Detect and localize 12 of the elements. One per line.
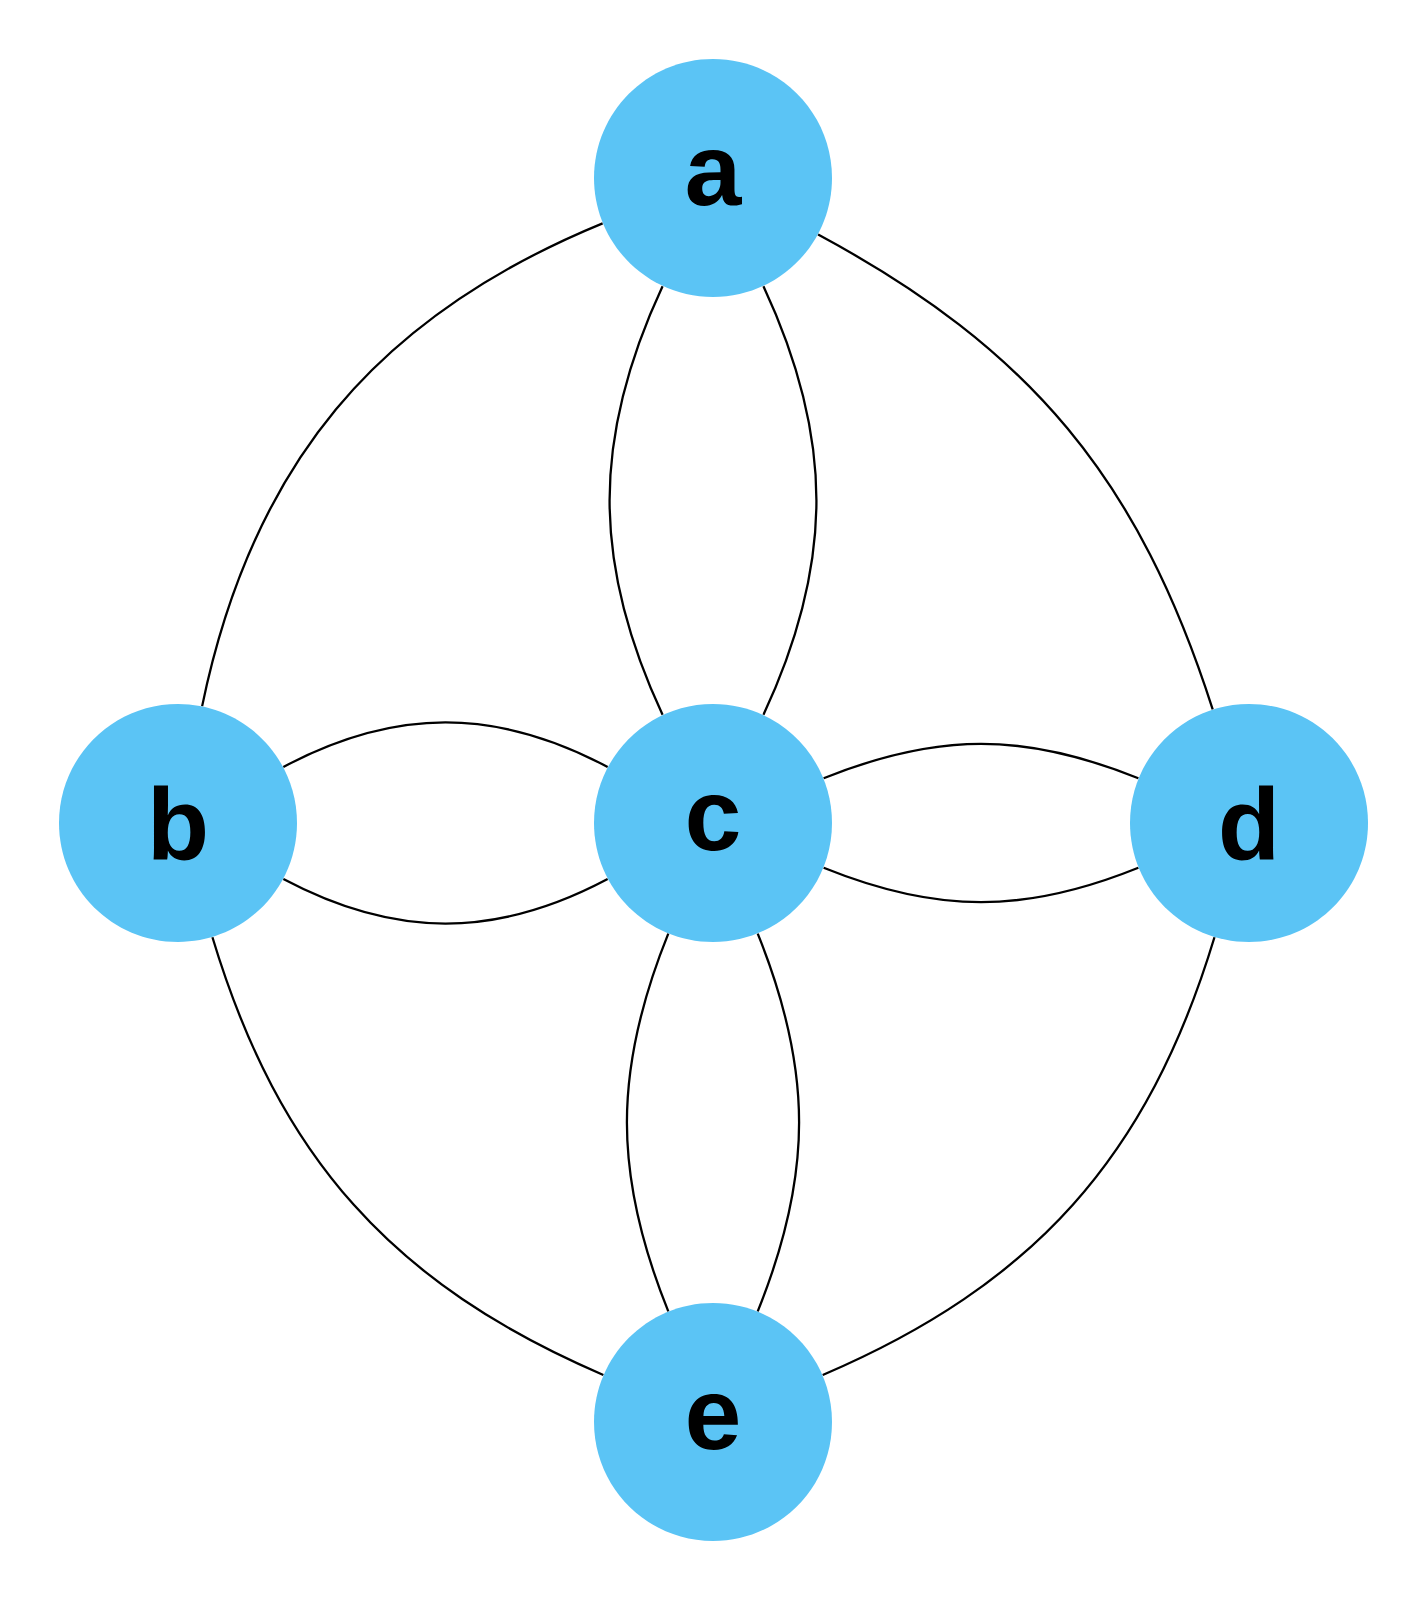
edge-line (762, 285, 818, 716)
edge-line (608, 285, 664, 716)
edge-line (756, 933, 801, 1312)
edge-line (625, 933, 670, 1312)
edge-line (823, 866, 1139, 904)
edge-line (201, 222, 604, 707)
edge-line (822, 936, 1216, 1377)
edge-line (282, 878, 609, 925)
edge-line (817, 233, 1214, 710)
edge-line (211, 936, 604, 1376)
edge-line (823, 742, 1139, 780)
edge-line (282, 721, 609, 768)
